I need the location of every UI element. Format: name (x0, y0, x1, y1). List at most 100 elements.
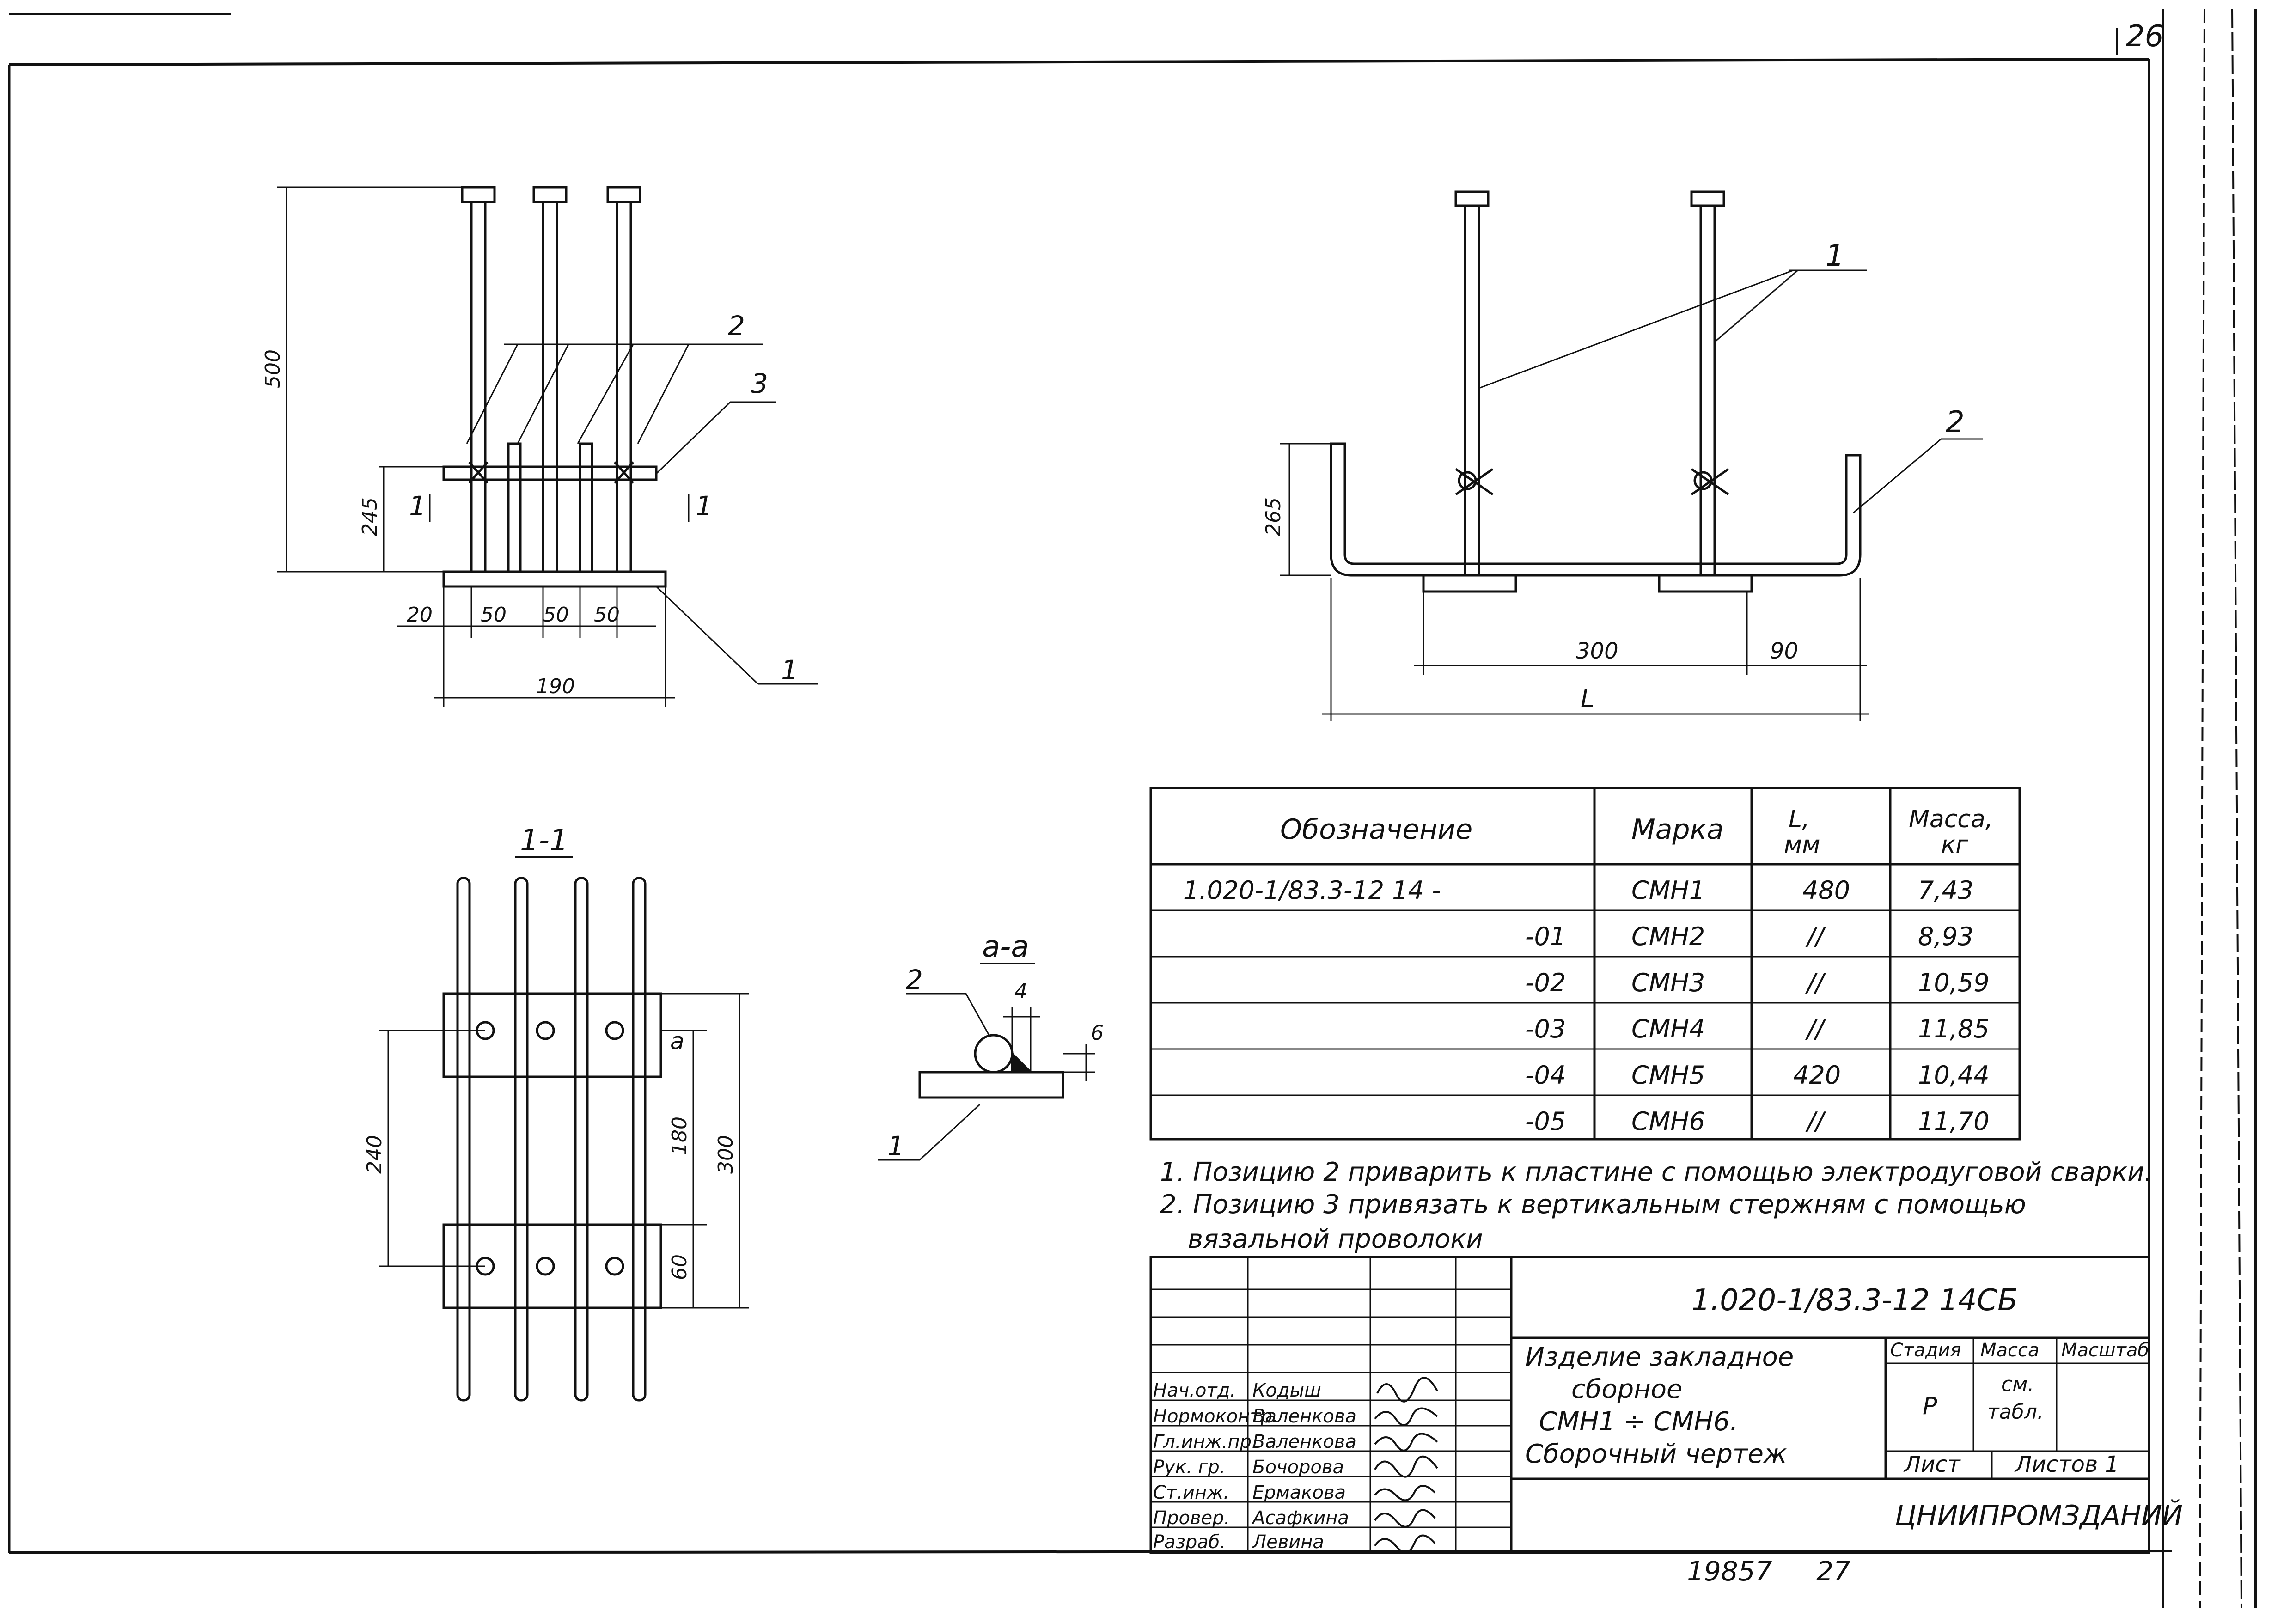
page-number: 26 (2126, 19, 2163, 54)
detail-view (878, 963, 1095, 1161)
detail-dim-4: 4 (1014, 980, 1027, 1003)
table-row-5-mark: СМН6 (1631, 1107, 1705, 1136)
spec-table-grid (1149, 787, 2021, 1141)
section-title: 1-1 (520, 824, 568, 858)
organization: ЦНИИПРОМЗДАНИЙ (1895, 1499, 2183, 1532)
table-row-3-mass: 11,85 (1918, 1014, 1990, 1043)
table-row-1-length: // (1805, 922, 1826, 951)
col-header-length-unit: мм (1784, 831, 1820, 859)
table-row-0-mark: СМН1 (1631, 876, 1705, 905)
dim-20: 20 (407, 603, 433, 627)
document-code: 1.020-1/83.3-12 14СБ (1691, 1283, 2018, 1318)
signature-role-3: Рук. гр. (1153, 1457, 1226, 1478)
dim-265: 265 (1262, 497, 1285, 536)
table-row-4-designation: -04 (1525, 1061, 1566, 1090)
table-row-2-designation: -02 (1525, 968, 1566, 997)
pos-2-label: 2 (728, 310, 745, 342)
mass-value-line-2: табл. (1987, 1400, 2044, 1424)
signature-rows: Нач.отд. Кодыш Нормоконтр. Валенкова Гл.… (1153, 1380, 1356, 1553)
dim-L: L (1581, 684, 1594, 713)
stage-value: Р (1923, 1392, 1937, 1420)
signature-name-5: Асафкина (1251, 1507, 1349, 1529)
handwritten-signatures (1374, 1377, 1438, 1553)
title-block-grid (1149, 1256, 2150, 1554)
col-header-designation: Обозначение (1280, 813, 1472, 846)
title-line-1: Изделие закладное (1525, 1342, 1794, 1372)
sheet-label: Лист (1903, 1452, 1961, 1477)
table-row-0-length: 480 (1802, 876, 1850, 905)
dim-a: a (670, 1028, 684, 1055)
table-row-2-mass: 10,59 (1918, 968, 1990, 997)
col-header-mass-unit: кг (1941, 831, 1968, 859)
pos-2-label-right: 2 (1946, 405, 1965, 439)
signature-role-4: Ст.инж. (1153, 1482, 1229, 1503)
note-3: вязальной проволоки (1188, 1224, 1483, 1254)
signature-name-1: Валенкова (1252, 1406, 1356, 1427)
dim-240: 240 (363, 1135, 386, 1174)
table-row-4-length: 420 (1793, 1061, 1841, 1090)
table-row-0-mass: 7,43 (1918, 876, 1973, 905)
col-header-length: L, (1789, 805, 1810, 833)
dim-50c: 50 (594, 603, 620, 627)
mass-value-line-1: см. (2001, 1373, 2034, 1396)
dim-50b: 50 (543, 603, 569, 627)
table-row-2-length: // (1805, 968, 1826, 997)
section-mark-right: 1 (696, 490, 713, 522)
dim-60: 60 (668, 1254, 691, 1280)
dim-300: 300 (1576, 638, 1618, 664)
col-header-mark: Марка (1631, 813, 1724, 846)
signature-name-3: Бочорова (1252, 1457, 1344, 1478)
section-view (379, 856, 749, 1402)
table-row-3-length: // (1805, 1014, 1826, 1043)
table-row-3-designation: -03 (1525, 1014, 1566, 1043)
table-row-3-mark: СМН4 (1631, 1014, 1705, 1043)
note-2: 2. Позицию 3 привязать к вертикальным ст… (1160, 1190, 2026, 1220)
table-row-4-mark: СМН5 (1631, 1061, 1705, 1090)
col-header-mass: Масса, (1909, 805, 1993, 833)
signature-name-0: Кодыш (1252, 1380, 1321, 1401)
table-row-0-designation: 1.020-1/83.3-12 14 - (1183, 876, 1441, 905)
table-row-5-length: // (1805, 1107, 1826, 1136)
sheets-label: Листов 1 (2014, 1452, 2119, 1477)
detail-pos-1: 1 (887, 1130, 904, 1162)
dim-300-section: 300 (714, 1135, 738, 1174)
front-view (277, 186, 818, 707)
table-row-4-mass: 10,44 (1918, 1061, 1990, 1090)
bottom-number-left: 19857 (1687, 1556, 1772, 1587)
side-view (1280, 190, 1983, 721)
section-mark-left: 1 (409, 490, 426, 522)
pos-3-label: 3 (751, 368, 768, 399)
table-row-5-designation: -05 (1525, 1107, 1566, 1136)
detail-title: a-a (982, 930, 1029, 964)
dim-180: 180 (668, 1117, 691, 1155)
title-line-3: СМН1 ÷ СМН6. (1539, 1407, 1738, 1437)
bottom-number-right: 27 (1816, 1556, 1850, 1587)
mass-header: Масса (1980, 1340, 2040, 1361)
note-1: 1. Позицию 2 приварить к пластине с помо… (1160, 1157, 2153, 1187)
table-row-5-mass: 11,70 (1918, 1107, 1990, 1136)
signature-role-0: Нач.отд. (1153, 1380, 1236, 1401)
dim-245: 245 (358, 497, 382, 536)
title-line-2: сборное (1571, 1374, 1682, 1404)
table-row-1-designation: -01 (1525, 922, 1566, 951)
scale-header: Масштаб (2061, 1340, 2149, 1361)
sheet-frame (8, 9, 2257, 1609)
signature-role-6: Разраб. (1153, 1531, 1226, 1553)
title-line-4: Сборочный чертеж (1525, 1439, 1787, 1469)
pos-1-label-right: 1 (1826, 239, 1844, 273)
dim-500: 500 (261, 349, 285, 388)
stage-header: Стадия (1890, 1340, 1961, 1361)
table-rows: 1.020-1/83.3-12 14 - СМН1 480 7,43 -01 С… (1183, 876, 1990, 1136)
dim-90: 90 (1770, 638, 1798, 664)
signature-role-2: Гл.инж.пр. (1153, 1431, 1258, 1452)
dim-190: 190 (536, 675, 575, 698)
signature-name-2: Валенкова (1252, 1431, 1356, 1452)
signature-role-5: Провер. (1153, 1507, 1230, 1529)
dim-50a: 50 (481, 603, 507, 627)
table-row-1-mass: 8,93 (1918, 922, 1973, 951)
detail-dim-6: 6 (1091, 1021, 1104, 1045)
signature-name-6: Левина (1252, 1531, 1324, 1553)
signature-name-4: Ермакова (1252, 1482, 1346, 1503)
detail-pos-2: 2 (906, 964, 923, 995)
